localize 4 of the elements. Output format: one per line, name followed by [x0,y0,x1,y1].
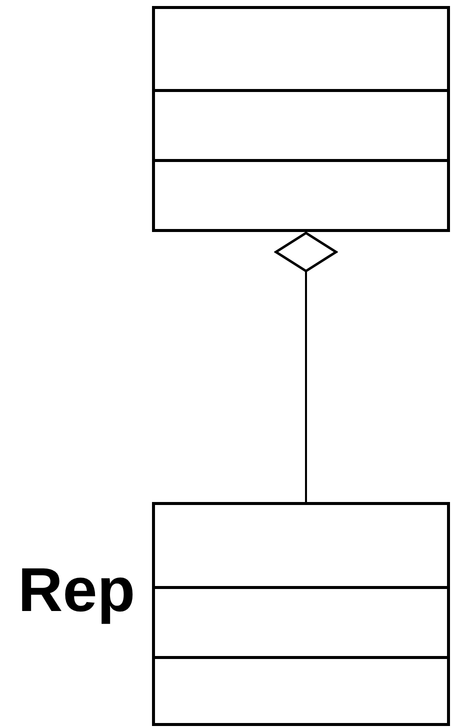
aggregation-connector [274,232,338,502]
class-box [152,502,450,726]
class-box [152,6,450,232]
label-text: Rep [18,560,136,622]
